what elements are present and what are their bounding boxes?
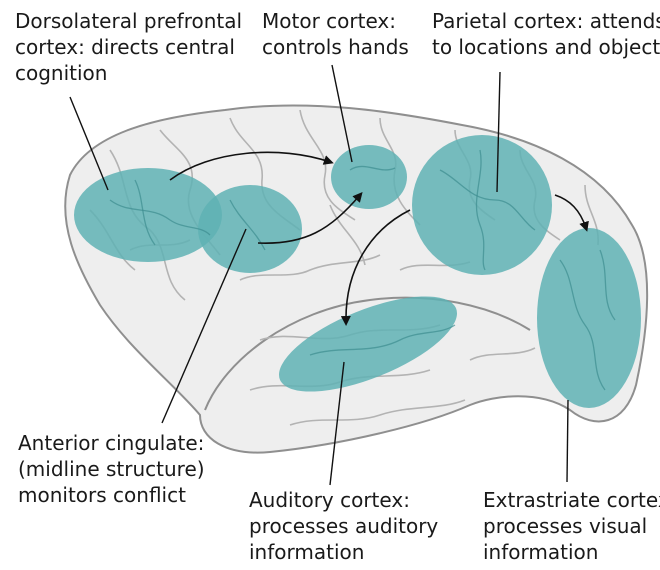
motor-region (331, 145, 407, 209)
label-parietal: Parietal cortex: attends to locations an… (432, 8, 660, 60)
dorsolateral-region (74, 168, 222, 262)
leader-extrastriate (567, 400, 568, 482)
parietal-region (412, 135, 552, 275)
label-dorsolateral: Dorsolateral prefrontal cortex: directs … (15, 8, 242, 86)
label-anterior-cingulate: Anterior cingulate: (midline structure) … (18, 430, 205, 508)
label-extrastriate: Extrastriate cortex: processes visual in… (483, 487, 660, 565)
label-auditory: Auditory cortex: processes auditory info… (249, 487, 438, 565)
label-motor: Motor cortex: controls hands (262, 8, 409, 60)
extrastriate-region (537, 228, 641, 408)
